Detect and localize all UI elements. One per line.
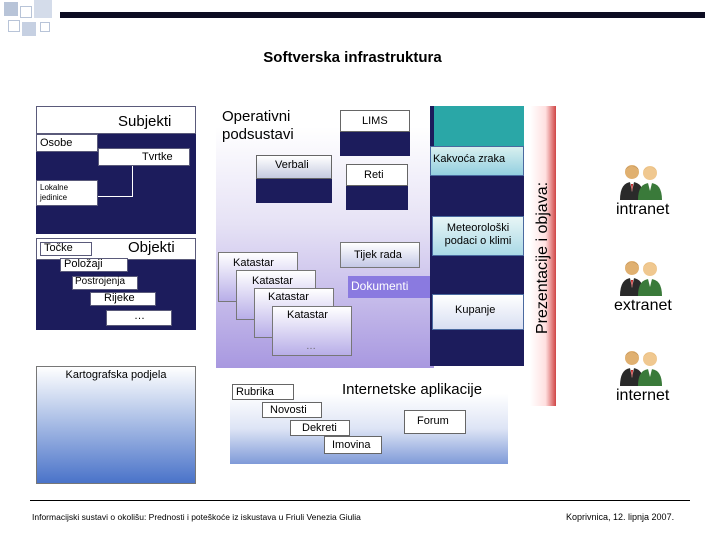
top-rule	[60, 12, 705, 18]
katastar-label: Katastar	[233, 257, 274, 269]
corner-decoration	[0, 0, 60, 45]
postrojenja-label: Postrojenja	[75, 276, 126, 287]
internetske-label: Internetske aplikacije	[342, 381, 483, 398]
corner-square	[8, 20, 20, 32]
imovina-label: Imovina	[332, 439, 371, 451]
polozaji-box	[60, 258, 128, 272]
verbali-label: Verbali	[275, 159, 309, 171]
katastar-label: Katastar	[287, 309, 328, 321]
verbali-box	[256, 155, 332, 179]
kupanje-box	[432, 294, 524, 330]
lokalne-box	[36, 180, 98, 206]
corner-square	[20, 6, 32, 18]
kakvoca-box	[430, 146, 524, 176]
kupanje-label: Kupanje	[455, 304, 496, 316]
katastar-ellipsis: …	[306, 341, 316, 352]
osobe-label: Osobe	[40, 137, 73, 149]
prezentacije-label: Prezentacije i objava:	[534, 181, 551, 335]
kartografska-label: Kartografska podjela	[65, 369, 167, 381]
corner-square	[4, 2, 18, 16]
corner-square	[22, 22, 36, 36]
novosti-box	[262, 402, 322, 418]
rijeke-label: Rijeke	[104, 292, 135, 304]
imovina-box	[324, 436, 382, 454]
meteoroloski-label: Meteorološki podaci o klimi	[444, 222, 512, 247]
dekreti-label: Dekreti	[302, 422, 337, 434]
reti-label: Reti	[364, 169, 384, 181]
subjekti-header-box	[36, 106, 196, 134]
tvrtke-box	[98, 148, 190, 166]
dokumenti-box	[348, 276, 430, 298]
tijek-rada-label: Tijek rada	[354, 249, 402, 261]
prezentacije-bar	[530, 106, 556, 406]
footer-rule	[30, 500, 690, 501]
polozaji-label: Položaji	[64, 258, 103, 270]
internet-label: internet	[616, 387, 670, 404]
forum-label: Forum	[417, 415, 449, 427]
rubrika-label: Rubrika	[236, 386, 274, 398]
reti-box	[346, 164, 408, 186]
katastar-label: Katastar	[252, 275, 293, 287]
kakvoca-label: Kakvoća zraka	[433, 153, 506, 165]
lims-box	[340, 110, 410, 132]
users-icon	[620, 165, 662, 200]
corner-square	[40, 22, 50, 32]
footer-right: Koprivnica, 12. lipnja 2007.	[566, 512, 675, 522]
lokalne-label: Lokalne jedinice	[40, 183, 69, 202]
tocke-label: Točke	[44, 242, 73, 254]
tvrtke-label: Tvrtke	[142, 151, 173, 163]
footer-left: Informacijski sustavi o okolišu: Prednos…	[32, 512, 361, 522]
dokumenti-label: Dokumenti	[351, 279, 409, 293]
katastar-label: Katastar	[268, 291, 309, 303]
rubrika-box	[232, 384, 294, 400]
connector-line	[98, 196, 133, 197]
rijeke-box	[90, 292, 156, 306]
extranet-label: extranet	[614, 297, 672, 314]
objekti-more-box	[106, 310, 172, 326]
forum-box	[404, 410, 466, 434]
meteoroloski-box	[432, 216, 524, 256]
novosti-label: Novosti	[270, 404, 307, 416]
kakvoca-top-strip	[434, 106, 524, 146]
connector-line	[132, 166, 133, 196]
users-icon	[620, 351, 662, 386]
kartografska-box	[36, 366, 196, 484]
operativni-label: Operativni podsustavi	[222, 108, 294, 143]
objekti-more-label: …	[134, 310, 145, 322]
subjekti-heading: Subjekti	[118, 113, 172, 130]
users-icon	[620, 261, 662, 296]
tijek-rada-box	[340, 242, 420, 268]
verbali-bar	[256, 179, 332, 203]
tocke-box	[40, 242, 92, 256]
corner-square	[34, 0, 52, 18]
intranet-label: intranet	[616, 201, 670, 218]
page-title: Softverska infrastruktura	[263, 49, 442, 66]
reti-bar	[346, 186, 408, 210]
lims-label: LIMS	[362, 115, 388, 127]
objekti-heading: Objekti	[128, 239, 175, 256]
postrojenja-box	[72, 276, 138, 290]
dekreti-box	[290, 420, 350, 436]
osobe-box	[36, 134, 98, 152]
katastar-card	[272, 306, 352, 356]
lims-bar	[340, 132, 410, 156]
